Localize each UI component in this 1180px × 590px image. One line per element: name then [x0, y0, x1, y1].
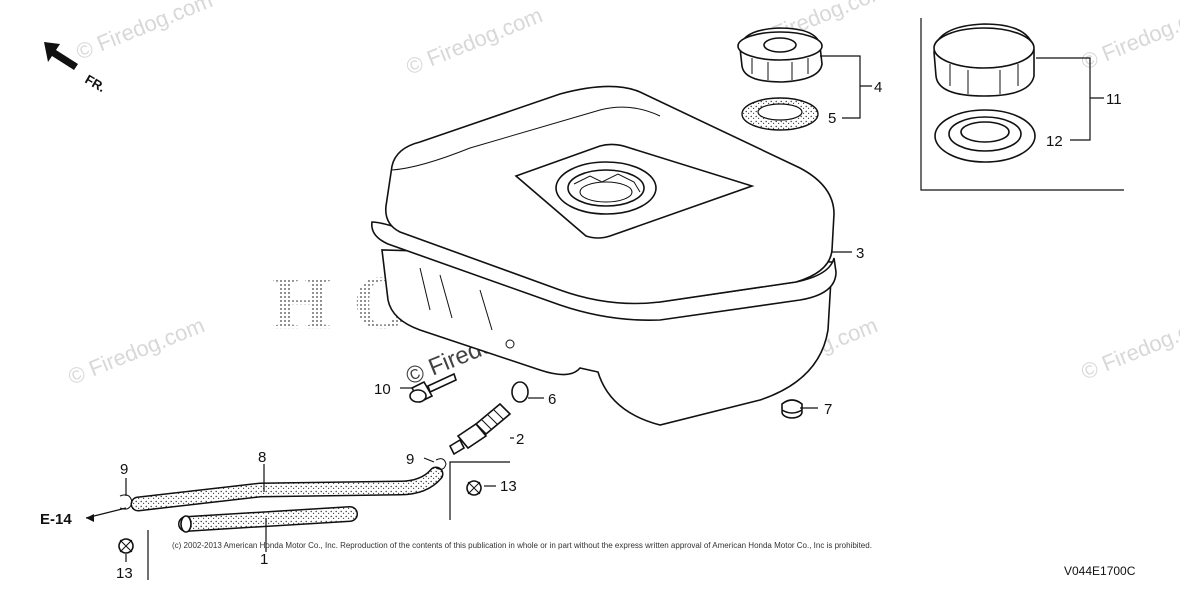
front-direction-label: FR. — [83, 72, 109, 95]
alt-cap-gasket — [934, 109, 1036, 163]
callout-11: 11 — [1106, 91, 1122, 108]
watermark: © Firedog.com — [1078, 307, 1180, 384]
callout-8: 8 — [258, 449, 266, 466]
leader-lines — [85, 55, 1104, 562]
fuel-tube — [130, 466, 444, 512]
callout-5: 5 — [828, 110, 836, 127]
watermark: © Firedog.com — [1078, 0, 1180, 75]
plug — [781, 399, 803, 419]
cap-gasket — [741, 97, 819, 131]
washer — [511, 381, 529, 403]
fuel-tube-alt — [178, 506, 358, 533]
copyright-notice: (c) 2002-2013 American Honda Motor Co., … — [172, 541, 872, 550]
callout-13: 13 — [116, 565, 133, 582]
callout-labels: 4 5 11 12 3 10 6 7 2 9 13 8 9 1 13 — [116, 79, 1122, 582]
callout-10: 10 — [374, 381, 391, 398]
watermark: © Firedog.com — [65, 312, 208, 389]
watermark: © Firedog.com — [73, 0, 216, 65]
callout-2: 2 — [516, 431, 524, 448]
callout-1: 1 — [260, 551, 268, 568]
alt-fuel-cap — [933, 23, 1035, 97]
tube-clip — [119, 494, 133, 510]
tube-clamp — [466, 480, 482, 496]
inset-frame — [920, 18, 1124, 191]
section-reference-label: E-14 — [40, 511, 72, 528]
callout-6: 6 — [548, 391, 556, 408]
diagram-code: V044E1700C — [1064, 564, 1136, 578]
callout-9: 9 — [120, 461, 128, 478]
callout-7: 7 — [824, 401, 832, 418]
flange-bolt — [409, 372, 457, 404]
callout-4: 4 — [874, 79, 882, 96]
fuel-valve — [448, 402, 512, 456]
callout-13: 13 — [500, 478, 517, 495]
watermark: © Firedog.com — [403, 2, 546, 79]
callout-9: 9 — [406, 451, 414, 468]
fuel-cap — [737, 27, 823, 83]
tube-clip — [435, 458, 447, 470]
fuel-tank — [371, 85, 837, 426]
callout-3: 3 — [856, 245, 864, 262]
callout-12: 12 — [1046, 133, 1063, 150]
tube-clamp — [118, 538, 134, 554]
